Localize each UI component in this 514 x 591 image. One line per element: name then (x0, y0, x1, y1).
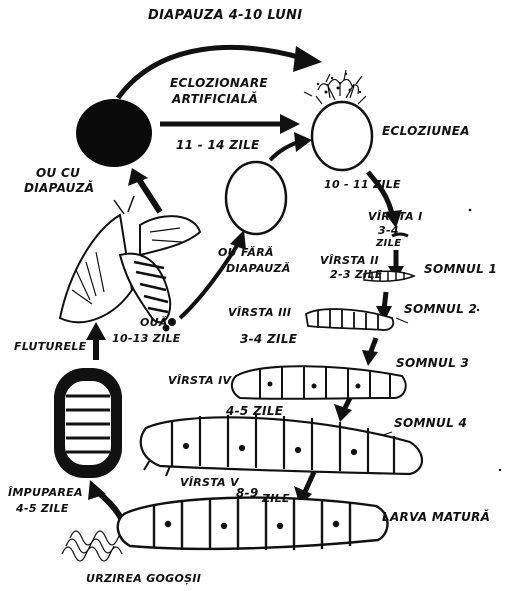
instar-3-label-line1: VÎRSTA III (228, 306, 291, 319)
hatching-label: ECLOZIUNEA (382, 124, 470, 138)
print-specks (469, 209, 501, 472)
egg-to-hatching-arrowhead (294, 132, 312, 152)
egg-without-diapause-label-line2: DIAPAUZĂ (226, 262, 291, 275)
molt-4-label: SOMNUL 4 (394, 416, 467, 430)
molt-1-label: SOMNUL 1 (424, 262, 497, 276)
instar-5-label-line2: 8-9 (236, 486, 259, 500)
artificial-hatching-days: 11 - 14 ZILE (176, 138, 260, 152)
moth-to-egg-with-diapause-arrow (138, 178, 160, 212)
moth-drawing (60, 196, 200, 331)
instar-1-label-line1: VÎRSTA I (368, 210, 422, 223)
instar-4-label-line2: 4-5 ZILE (226, 404, 283, 418)
instar-2-label-line1: VÎRSTA II (320, 254, 379, 267)
instar-5-label-line1: VÎRSTA V (180, 476, 239, 489)
instar-1-label-line2: 3-4 (378, 224, 399, 237)
eggs-label-line1: OUĂ (140, 316, 168, 329)
pupa-cocoon (54, 368, 122, 478)
larva-stage-5 (141, 415, 422, 476)
molt-3-label: SOMNUL 3 (396, 356, 469, 370)
cocoon-spinning-label: URZIREA GOGOȘII (86, 572, 201, 585)
artificial-hatching-label-line2: ARTIFICIALĂ (172, 92, 258, 106)
hatching-days: 10 - 11 ZILE (324, 178, 401, 191)
hatching-larvae-burst (304, 70, 366, 104)
egg-with-diapause-label-line1: OU CU (36, 166, 80, 180)
mature-larva-label: LARVA MATURĂ (382, 510, 490, 524)
larva-stage-4 (232, 366, 406, 399)
hatching-egg (312, 102, 372, 170)
moth-label: FLUTURELE (14, 340, 87, 353)
instar-3-label-line2: 3-4 ZILE (240, 332, 297, 346)
instar-1-label-line3: ZILE (376, 238, 401, 249)
diapause-arrow (118, 47, 302, 98)
egg-to-hatching-arrow (270, 142, 298, 160)
diapause-arrowhead (293, 46, 322, 72)
instar-2-label-line2: 2-3 ZILE (330, 268, 383, 281)
mature-larva (118, 497, 388, 550)
artificial-hatching-label-line1: ECLOZIONARE (170, 76, 268, 90)
instar-4-label-line1: VÎRSTA IV (168, 374, 231, 387)
pupa-to-moth-arrowhead (86, 322, 106, 340)
hatching-speckles (317, 73, 361, 103)
egg-with-diapause (76, 99, 152, 167)
artificial-hatching-arrowhead (280, 114, 300, 134)
egg-without-diapause-label-line1: OU FĂRĂ (218, 246, 274, 259)
diapause-label: DIAPAUZA 4-10 LUNI (148, 8, 302, 23)
pupation-label-line2: 4-5 ZILE (16, 502, 69, 515)
instar-5-label-line3: ZILE (262, 492, 290, 505)
egg-with-diapause-label-line2: DIAPAUZĂ (24, 181, 94, 195)
eggs-label-line2: 10-13 ZILE (112, 332, 181, 345)
pupation-label-line1: ÎMPUPAREA (8, 486, 83, 499)
molt-2-label: SOMNUL 2 (404, 302, 477, 316)
egg-without-diapause (226, 162, 286, 234)
